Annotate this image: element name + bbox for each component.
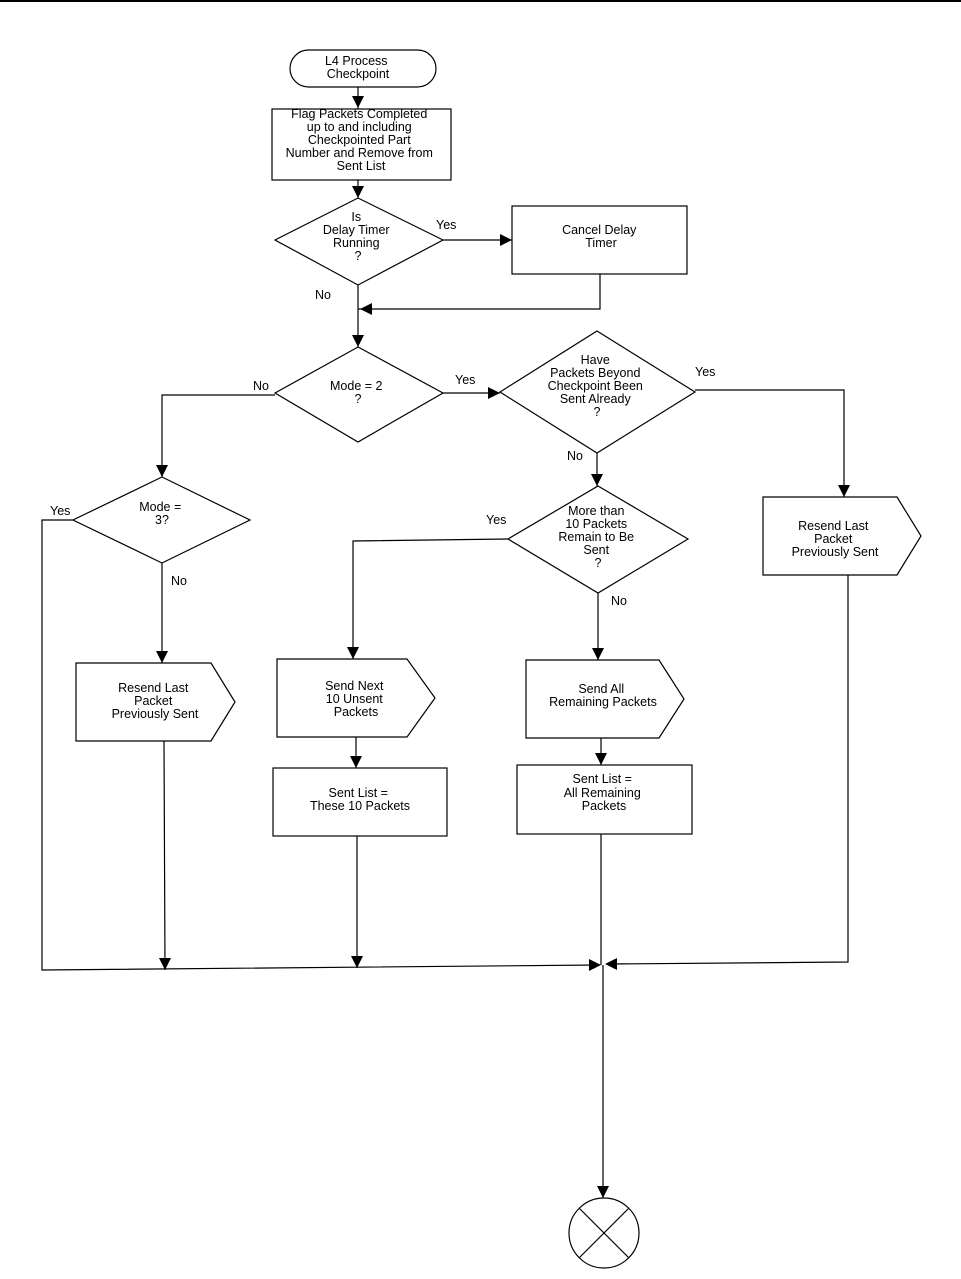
- mode2-yes-label: Yes: [455, 373, 475, 387]
- delay-yes-label: Yes: [436, 218, 456, 232]
- mode3-yes-label: Yes: [50, 504, 70, 518]
- more-than-10-decision-text: More than 10 Packets Remain to Be Sent ?: [558, 504, 637, 570]
- arrow-into-mode2: [352, 335, 364, 347]
- flag-packets-process: Flag Packets Completed up to and includi…: [271, 107, 452, 181]
- arrow-bus-middle: [351, 956, 363, 968]
- arrow-into-flag: [352, 96, 364, 108]
- arrow-into-mode3: [156, 465, 168, 477]
- arrow-bus-left: [159, 958, 171, 970]
- mode2-decision-text: Mode = 2 ?: [330, 379, 386, 406]
- more10-no-label: No: [611, 594, 627, 608]
- mode3-decision: Mode = 3?: [71, 476, 252, 564]
- connector-lines: [41, 87, 849, 1198]
- send-next-10-output: Send Next 10 Unsent Packets: [276, 658, 436, 738]
- delay-timer-decision: Is Delay Timer Running ?: [273, 197, 445, 286]
- arrowheads: [156, 96, 850, 1198]
- arrow-into-send-next-10: [347, 647, 359, 659]
- flag-packets-text: Flag Packets Completed up to and includi…: [286, 107, 437, 173]
- resend-last-packet-right: Resend Last Packet Previously Sent: [762, 496, 922, 576]
- resend-last-packet-left-text: Resend Last Packet Previously Sent: [112, 681, 199, 721]
- beyond-yes-label: Yes: [695, 365, 715, 379]
- arrow-into-delay-decision: [352, 186, 364, 198]
- mode3-no-label: No: [171, 574, 187, 588]
- beyond-no-label: No: [567, 449, 583, 463]
- arrow-into-end: [597, 1186, 609, 1198]
- cancel-delay-timer-text: Cancel Delay Timer: [562, 223, 640, 250]
- sent-list-all-process: Sent List = All Remaining Packets: [516, 764, 693, 835]
- branch-labels: Yes No No Yes Yes No Yes No Yes No: [50, 218, 715, 608]
- arrow-into-sent-list-10: [350, 756, 362, 768]
- arrow-bus-merge-from-right: [605, 958, 617, 970]
- resend-last-packet-right-text: Resend Last Packet Previously Sent: [792, 519, 879, 559]
- sent-list-10-process: Sent List = These 10 Packets: [272, 767, 448, 837]
- page-top-rule: [0, 0, 961, 2]
- start-terminator-text: L4 Process Checkpoint: [325, 54, 391, 81]
- send-next-10-text: Send Next 10 Unsent Packets: [325, 679, 387, 719]
- send-all-remaining-text: Send All Remaining Packets: [549, 682, 657, 709]
- arrow-merge-left: [360, 303, 372, 315]
- cancel-delay-timer-process: Cancel Delay Timer: [511, 205, 688, 275]
- mode3-decision-text: Mode = 3?: [139, 500, 185, 527]
- packets-beyond-decision-text: Have Packets Beyond Checkpoint Been Sent…: [548, 353, 647, 419]
- start-terminator: L4 Process Checkpoint: [289, 49, 437, 88]
- arrow-bus-merge-from-left: [589, 959, 601, 971]
- arrow-into-send-all: [592, 648, 604, 660]
- arrow-into-resend-right: [838, 485, 850, 497]
- arrow-into-sent-list-all: [595, 753, 607, 765]
- send-all-remaining-output: Send All Remaining Packets: [525, 659, 685, 739]
- delay-timer-decision-text: Is Delay Timer Running ?: [323, 210, 393, 263]
- more10-yes-label: Yes: [486, 513, 506, 527]
- mode2-decision: Mode = 2 ?: [273, 346, 445, 443]
- sent-list-10-text: Sent List = These 10 Packets: [310, 786, 410, 813]
- arrow-into-resend-left: [156, 651, 168, 663]
- arrow-into-beyond: [488, 387, 500, 399]
- arrow-into-more10: [591, 474, 603, 486]
- sent-list-all-text: Sent List = All Remaining Packets: [564, 772, 645, 813]
- arrow-into-cancel: [500, 234, 512, 246]
- end-terminator-icon: [568, 1197, 640, 1269]
- more-than-10-decision: More than 10 Packets Remain to Be Sent ?: [506, 485, 690, 594]
- resend-last-packet-left: Resend Last Packet Previously Sent: [75, 662, 236, 742]
- delay-no-label: No: [315, 288, 331, 302]
- mode2-no-label: No: [253, 379, 269, 393]
- packets-beyond-decision: Have Packets Beyond Checkpoint Been Sent…: [498, 330, 697, 454]
